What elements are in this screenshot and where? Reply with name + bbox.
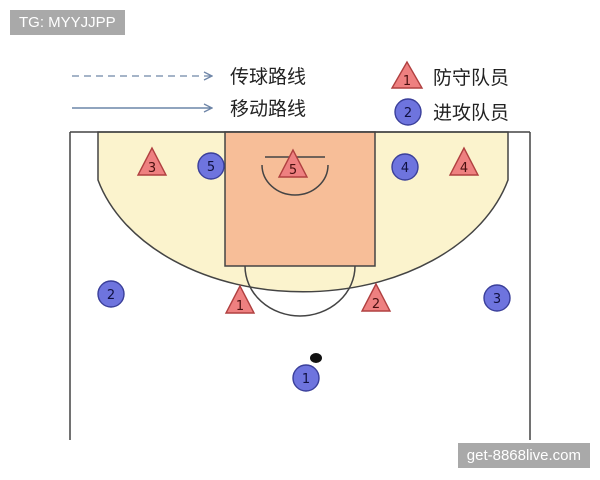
defender-5: 5 [277,148,309,178]
defender-1-number: 1 [236,299,244,314]
attacker-legend-icon [394,98,422,126]
defender-4: 4 [448,146,480,176]
defenders: 1 2 3 4 5 [136,146,480,314]
attacker-legend-label: 进攻队员 [433,102,509,124]
defender-3-number: 3 [148,161,156,176]
attacker-1: 1 [292,364,320,392]
defender-2: 2 [360,282,392,312]
watermark-top-left: TG: MYYJJPP [10,10,125,35]
attacker-5: 5 [197,152,225,180]
attackers: 1 2 3 4 5 [97,152,511,392]
attacker-4: 4 [391,153,419,181]
watermark-bottom-right: get-8868live.com [457,443,590,468]
defender-1: 1 [224,284,256,314]
defender-legend-label: 防守队员 [433,67,509,89]
paint-area [224,131,376,267]
attacker-2-number: 2 [107,288,115,303]
attacker-3-number: 3 [493,292,501,307]
attacker-4-number: 4 [401,161,409,176]
pass-route-label: 传球路线 [230,66,306,88]
attacker-legend-number: 2 [404,106,412,121]
move-route-label: 移动路线 [230,98,306,120]
restricted-arc [261,164,329,196]
ball-icon [310,353,322,363]
legend: 传球路线 移动路线 1 防守队员 2 进攻队员 [72,60,509,126]
defender-4-number: 4 [460,161,468,176]
defender-legend-icon [390,60,424,89]
defender-legend-number: 1 [403,74,411,89]
defender-3: 3 [136,146,168,176]
attacker-2: 2 [97,280,125,308]
attacker-1-number: 1 [302,372,310,387]
free-throw-circle [244,265,356,317]
attacker-5-number: 5 [207,160,215,175]
defender-2-number: 2 [372,297,380,312]
court [69,131,531,440]
attacker-3: 3 [483,284,511,312]
defender-5-number: 5 [289,163,297,178]
